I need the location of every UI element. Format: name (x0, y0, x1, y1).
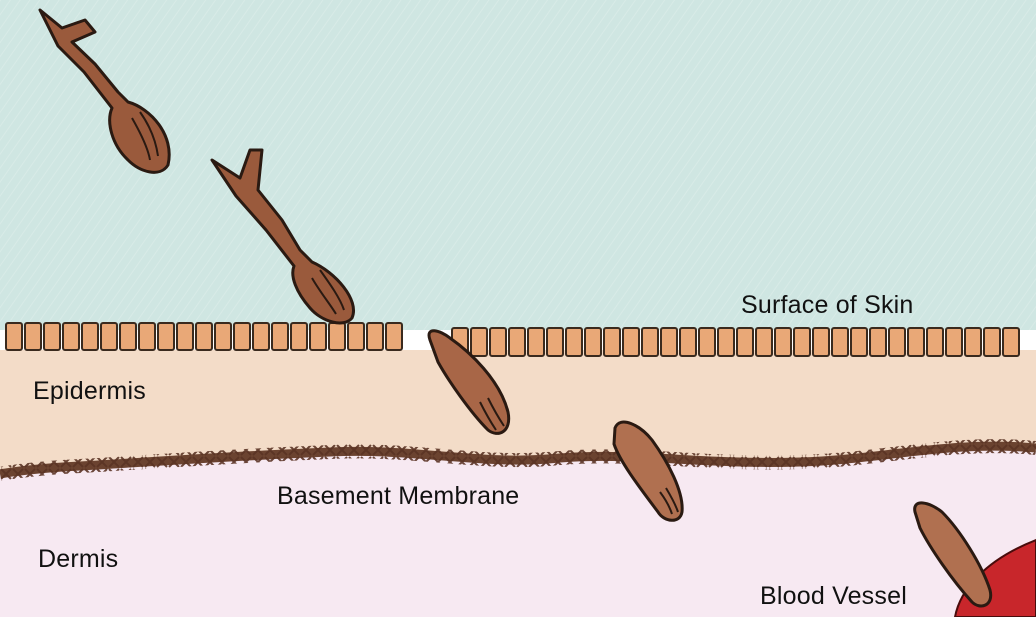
surface-cell (794, 328, 810, 356)
label-blood-vessel: Blood Vessel (760, 582, 907, 611)
surface-cell (139, 323, 155, 350)
surface-cell (6, 323, 22, 350)
surface-cell (756, 328, 772, 356)
label-basement-membrane: Basement Membrane (277, 482, 519, 511)
surface-cell (25, 323, 41, 350)
surface-cell (367, 323, 383, 350)
surface-cell (927, 328, 943, 356)
surface-cell (386, 323, 402, 350)
surface-cell (272, 323, 288, 350)
surface-cell (889, 328, 905, 356)
surface-cell (158, 323, 174, 350)
surface-cell (908, 328, 924, 356)
surface-cell (566, 328, 582, 356)
surface-cell (44, 323, 60, 350)
surface-cell (585, 328, 601, 356)
surface-cell (348, 323, 364, 350)
surface-cell (310, 323, 326, 350)
surface-cell (832, 328, 848, 356)
surface-cell (291, 323, 307, 350)
surface-cell (234, 323, 250, 350)
surface-cell (490, 328, 506, 356)
surface-cell (63, 323, 79, 350)
surface-cell (215, 323, 231, 350)
surface-cell (661, 328, 677, 356)
surface-cell (101, 323, 117, 350)
surface-cell (528, 328, 544, 356)
surface-cell (471, 328, 487, 356)
label-epidermis: Epidermis (33, 377, 146, 406)
surface-cell (984, 328, 1000, 356)
surface-cell (1003, 328, 1019, 356)
surface-cell (851, 328, 867, 356)
surface-cell (965, 328, 981, 356)
surface-cell (120, 323, 136, 350)
label-dermis: Dermis (38, 545, 118, 574)
surface-cell (623, 328, 639, 356)
surface-cell-layer-left (6, 323, 402, 350)
surface-cell (870, 328, 886, 356)
surface-cell (775, 328, 791, 356)
surface-cell (177, 323, 193, 350)
surface-cell (604, 328, 620, 356)
surface-cell (509, 328, 525, 356)
surface-cell (718, 328, 734, 356)
surface-cell (547, 328, 563, 356)
surface-cell (82, 323, 98, 350)
surface-cell (253, 323, 269, 350)
surface-cell (737, 328, 753, 356)
surface-cell (946, 328, 962, 356)
surface-cell (813, 328, 829, 356)
surface-cell (642, 328, 658, 356)
label-surface-of-skin: Surface of Skin (741, 291, 914, 320)
surface-cell (329, 323, 345, 350)
surface-cell (680, 328, 696, 356)
surface-cell (699, 328, 715, 356)
surface-cell (196, 323, 212, 350)
